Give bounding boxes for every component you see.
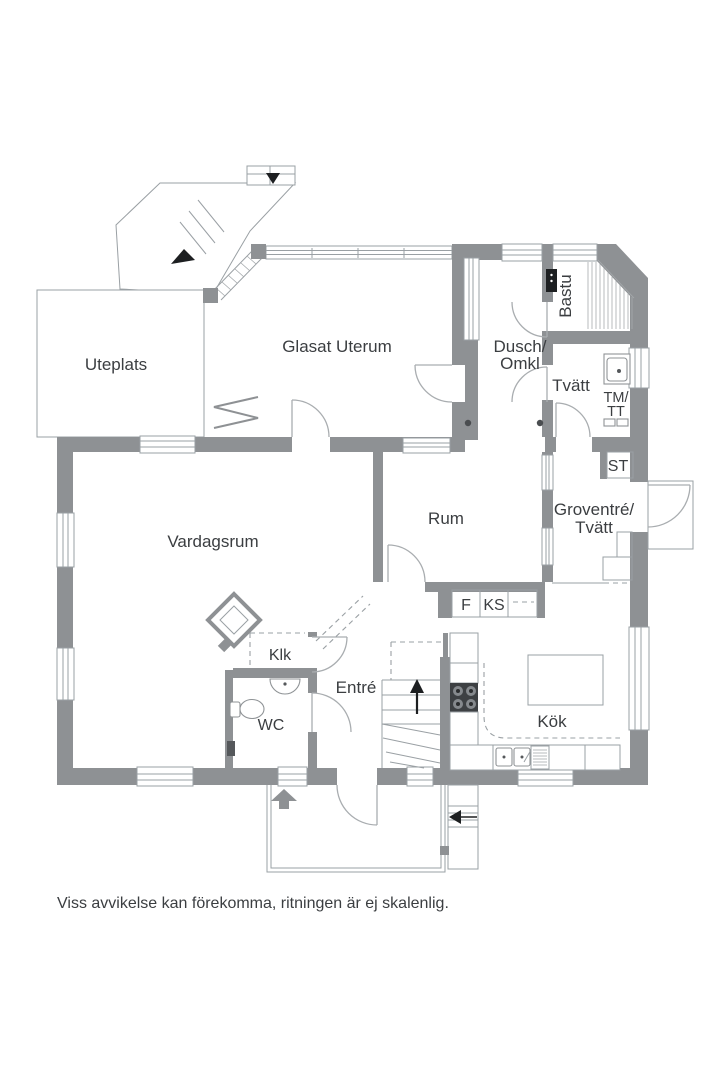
window: [628, 626, 650, 731]
washer-icon: [603, 418, 616, 427]
window: [56, 647, 75, 701]
st-closet: [606, 451, 634, 479]
kitchen-island: [527, 654, 604, 706]
window: [136, 766, 194, 787]
toilet-icon: [229, 701, 241, 718]
bastu-fixtures: [546, 259, 635, 329]
uterum-glazing: [203, 244, 453, 429]
dishwasher-icon: [530, 745, 550, 770]
kitchen-fixtures: [449, 589, 621, 771]
window: [406, 766, 434, 787]
window: [277, 766, 308, 787]
window: [501, 243, 543, 262]
tvatt-fixtures: [464, 353, 631, 427]
uterum-glass-front: [265, 245, 453, 260]
stairs-up-arrow-icon: [410, 679, 424, 693]
shower-head-icon: [536, 419, 544, 427]
door-bastu: [511, 301, 548, 338]
door-groventre-exterior: [647, 480, 694, 550]
label-groventre-line2: Tvätt: [575, 518, 613, 537]
interior-stairs: [381, 641, 443, 769]
label-wc: WC: [258, 717, 285, 734]
porch: [266, 784, 479, 873]
klk-wc-fixtures: [205, 591, 371, 756]
label-uteplats: Uteplats: [85, 355, 147, 374]
label-dusch-line1: Dusch/: [494, 337, 547, 356]
door-wc: [311, 692, 352, 733]
window: [463, 257, 480, 341]
door-uterum-vardagsrum: [291, 399, 330, 438]
zigzag-partition-symbol: [213, 396, 259, 429]
door-entrance: [336, 784, 378, 826]
label-tt: TT: [607, 404, 625, 420]
label-klk: Klk: [269, 647, 292, 664]
deck-walkway: [115, 165, 297, 295]
kitchen-sink-icon: [495, 747, 532, 767]
steps-down-arrow-icon: [449, 810, 461, 824]
doors: [291, 301, 694, 826]
label-groventre-line1: Groventré/: [554, 500, 635, 519]
label-kok: Kök: [537, 712, 567, 731]
label-tvatt: Tvätt: [552, 376, 590, 395]
uteplats-patio: [36, 289, 205, 438]
wc-sink-icon: [269, 678, 301, 695]
window: [628, 347, 650, 389]
door-openings: [292, 436, 649, 786]
window: [541, 454, 554, 491]
radiator-icon: [227, 741, 235, 756]
label-glasat-uterum: Glasat Uterum: [282, 337, 392, 356]
fireplace-icon: [205, 591, 263, 649]
door-rum: [387, 544, 426, 583]
door-tvatt-groventre: [555, 402, 591, 438]
label-ks: KS: [483, 597, 504, 614]
label-st: ST: [608, 458, 629, 475]
deck-down-arrow-icon: [266, 173, 280, 184]
door-klk: [311, 636, 348, 673]
entrance-arrow-icon: [271, 789, 297, 809]
door-dusch-tvatt: [511, 366, 548, 403]
window: [56, 512, 75, 568]
label-rum: Rum: [428, 509, 464, 528]
door-uterum-dusch: [414, 364, 453, 403]
label-tm: TM/: [604, 390, 630, 406]
cabinets-f-ks: [451, 589, 538, 618]
dryer-icon: [616, 418, 629, 427]
windows: [56, 243, 650, 787]
window: [402, 437, 451, 454]
walkway-down-arrow-icon: [171, 249, 195, 264]
disclaimer-text: Viss avvikelse kan förekomma, ritningen …: [57, 895, 449, 912]
exterior-steps: [440, 784, 479, 870]
label-bastu: Bastu: [556, 274, 575, 317]
window: [139, 435, 196, 454]
label-vardagsrum: Vardagsrum: [167, 532, 258, 551]
groventre-fixtures: [552, 451, 634, 584]
room-labels: Uteplats Glasat Uterum Dusch/ Omkl Bastu…: [57, 274, 634, 912]
shower-head-icon: [464, 419, 472, 427]
label-dusch-line2: Omkl: [500, 354, 540, 373]
label-entre: Entré: [336, 678, 377, 697]
window: [541, 527, 554, 566]
window: [552, 243, 598, 262]
label-f: F: [461, 597, 471, 614]
